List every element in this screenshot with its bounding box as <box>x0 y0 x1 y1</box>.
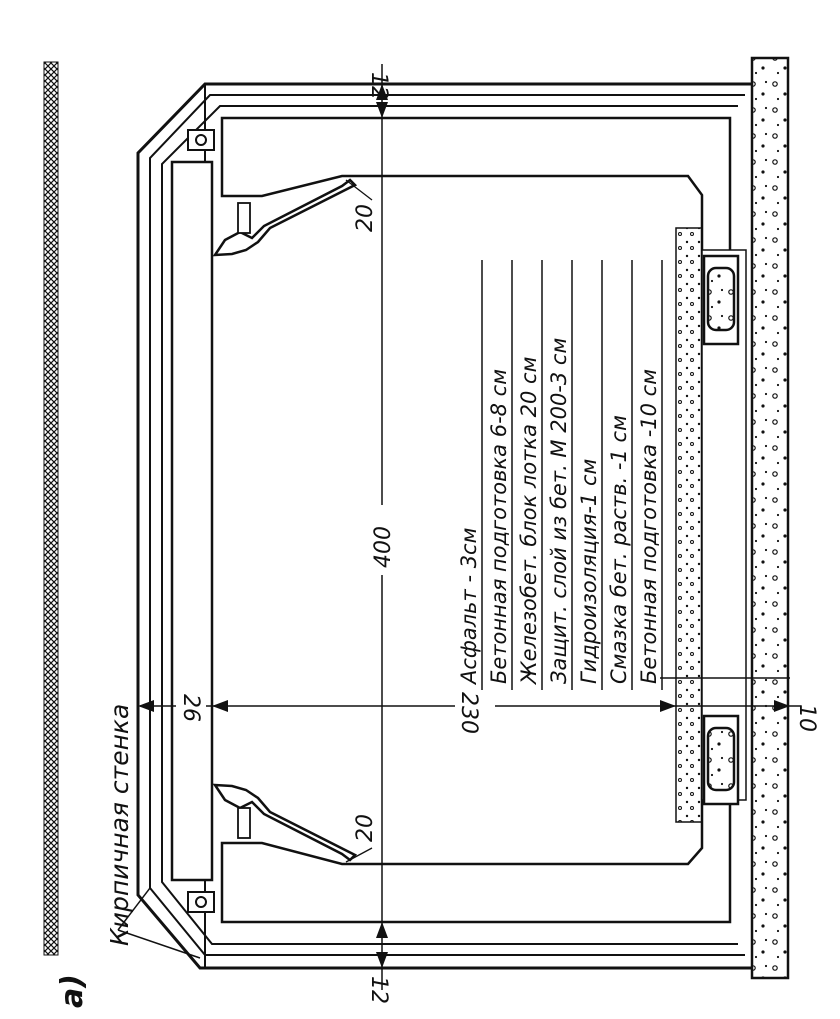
wall-thickness-label: 26 <box>178 694 203 722</box>
wall-thickness-label-bg <box>176 690 206 724</box>
concrete-block-outline <box>220 116 732 924</box>
layer-table: Асфальт - 3см Бетонная подготовка 6-8 см… <box>457 260 663 690</box>
width-arrow <box>212 700 228 712</box>
height-arrow <box>376 952 388 968</box>
drain-pipe-bottom <box>706 726 736 792</box>
brick-wall-leader <box>117 887 151 931</box>
height-label-bg <box>368 505 396 575</box>
brick-wall-label: Кирпичная стенка <box>105 704 134 946</box>
ground-surface-hatch <box>43 61 59 956</box>
brick-wall-outline <box>136 82 752 970</box>
top-wedge <box>237 202 251 234</box>
floor-gap-label: 10 <box>794 704 819 732</box>
slope-bottom-label: 20 <box>353 814 378 842</box>
layer-label: Гидроизоляция-1 см <box>577 459 601 684</box>
figure-label: а) <box>55 974 90 1008</box>
top-hinge-bolt <box>195 134 207 146</box>
bottom-hinge <box>187 891 215 913</box>
width-arrow <box>660 700 676 712</box>
bottom-wedge <box>237 807 251 839</box>
layer-label: Железобет. блок лотка 20 см <box>517 356 541 686</box>
layer-label: Смазка бет. раств. -1 см <box>607 415 631 684</box>
top-hinge <box>187 129 215 151</box>
drain-pipe-top <box>706 266 736 332</box>
height-arrow <box>376 922 388 938</box>
floor-concrete-fill <box>675 227 703 823</box>
bottom-hinge-bolt <box>195 896 207 908</box>
cover-slab <box>170 160 214 882</box>
base-foundation-slab <box>750 56 790 980</box>
waterproofing-outline <box>161 105 738 945</box>
protective-layer-outline <box>149 94 745 956</box>
slope-bottom-leader <box>345 847 373 863</box>
layer-label: Асфальт - 3см <box>457 527 481 686</box>
layer-label: Защит. слой из бет. М 200-3 см <box>547 338 571 684</box>
brick-wall-leader <box>117 929 201 959</box>
floor-gap-arrow <box>774 700 790 712</box>
width-arrow <box>138 700 154 712</box>
slope-top-leader <box>345 179 373 201</box>
width-label-bg <box>455 690 495 724</box>
height-dimension-label: 400 <box>371 526 396 568</box>
width-dimension-label: 230 <box>456 692 481 734</box>
bottom-margin-label: 12 <box>366 976 391 1004</box>
height-arrow <box>376 84 388 100</box>
layer-label: Бетонная подготовка -10 см <box>637 369 661 684</box>
slope-top-label: 20 <box>353 204 378 232</box>
top-margin-label: 12 <box>366 72 391 100</box>
height-arrow <box>376 102 388 118</box>
layer-label: Бетонная подготовка 6-8 см <box>487 369 511 684</box>
